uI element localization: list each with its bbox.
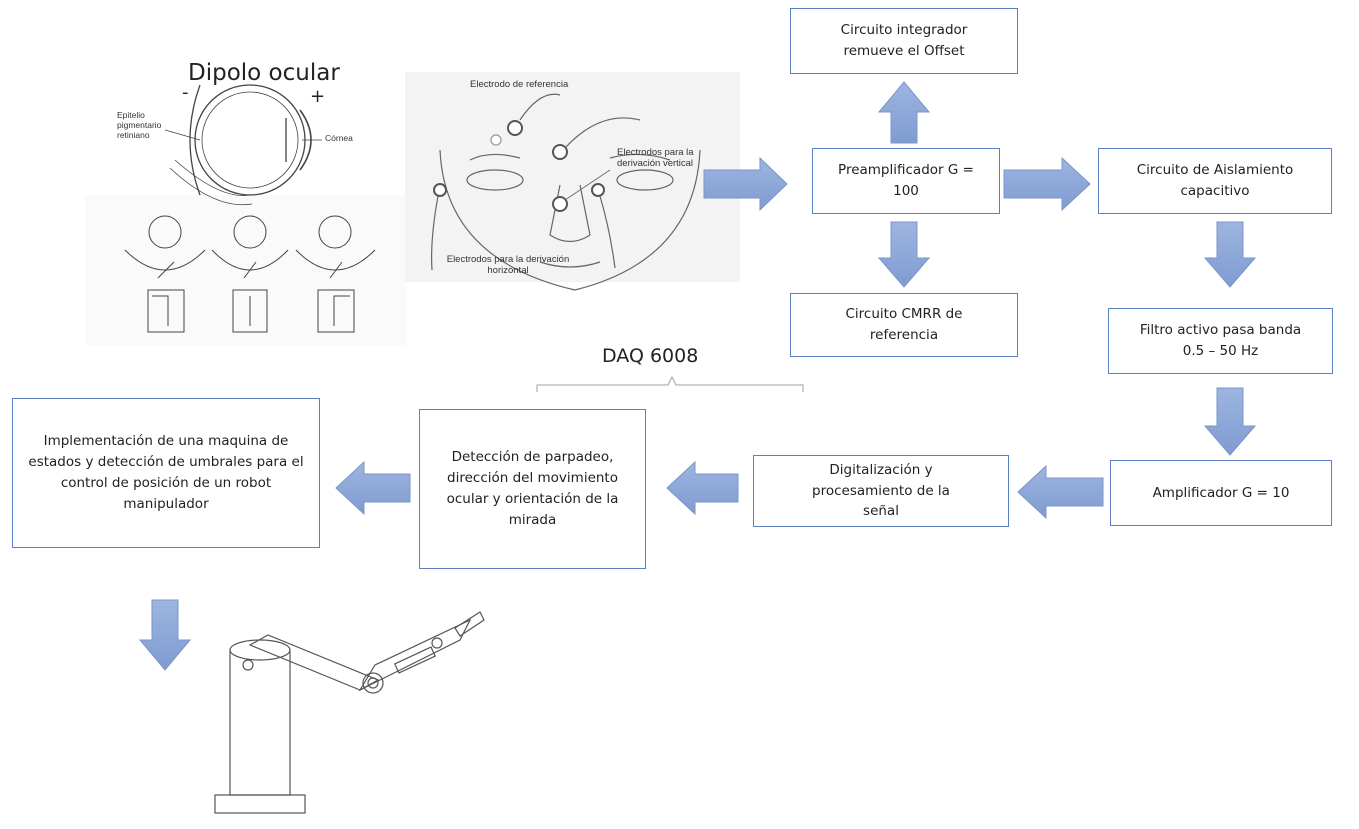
eye-dipole-illustration xyxy=(85,84,407,345)
preamplifier-block: Preamplificador G = 100 xyxy=(812,148,1000,214)
daq-label: DAQ 6008 xyxy=(602,345,699,367)
robot-arm-illustration xyxy=(214,611,485,814)
isolation-block: Circuito de Aislamiento capacitivo xyxy=(1098,148,1332,214)
arrow-bandpass-to-amplifier xyxy=(1203,387,1257,456)
flow-arrows xyxy=(138,81,1257,671)
arrow-face-to-preamp xyxy=(703,156,788,212)
arrow-statemachine-to-robot xyxy=(138,599,192,671)
arrow-detection-to-statemachine xyxy=(335,460,411,516)
arrow-digitization-to-detection xyxy=(666,460,739,516)
eye-minus-sign: - xyxy=(182,82,189,103)
eye-cornea-label: Córnea xyxy=(325,133,353,143)
face-vertical-label: Electrodos para la derivación vertical xyxy=(617,147,694,169)
face-electrodes-illustration xyxy=(405,72,740,291)
face-horizontal-label: Electrodos para la derivación horizontal xyxy=(446,254,570,276)
face-reference-label: Electrodo de referencia xyxy=(470,79,569,90)
state-machine-block: Implementación de una maquina de estados… xyxy=(12,398,320,548)
detection-block: Detección de parpadeo, dirección del mov… xyxy=(419,409,646,569)
arrow-preamp-to-isolation xyxy=(1003,156,1091,212)
eye-epithelium-label: Epitelio pigmentario retiniano xyxy=(117,110,162,140)
eye-figure-title: Dipolo ocular xyxy=(188,60,340,86)
arrow-preamp-to-cmrr xyxy=(877,221,931,288)
cmrr-block: Circuito CMRR de referencia xyxy=(790,293,1018,357)
bandpass-filter-block: Filtro activo pasa banda 0.5 – 50 Hz xyxy=(1108,308,1333,374)
arrow-preamp-to-integrator xyxy=(877,81,931,144)
amplifier-block: Amplificador G = 10 xyxy=(1110,460,1332,526)
daq-brace xyxy=(536,375,804,392)
integrator-block: Circuito integrador remueve el Offset xyxy=(790,8,1018,74)
eye-plus-sign: + xyxy=(310,86,326,107)
arrow-amplifier-to-digitization xyxy=(1017,464,1104,520)
digitization-block: Digitalización y procesamiento de la señ… xyxy=(753,455,1009,527)
arrow-isolation-to-bandpass xyxy=(1203,221,1257,288)
